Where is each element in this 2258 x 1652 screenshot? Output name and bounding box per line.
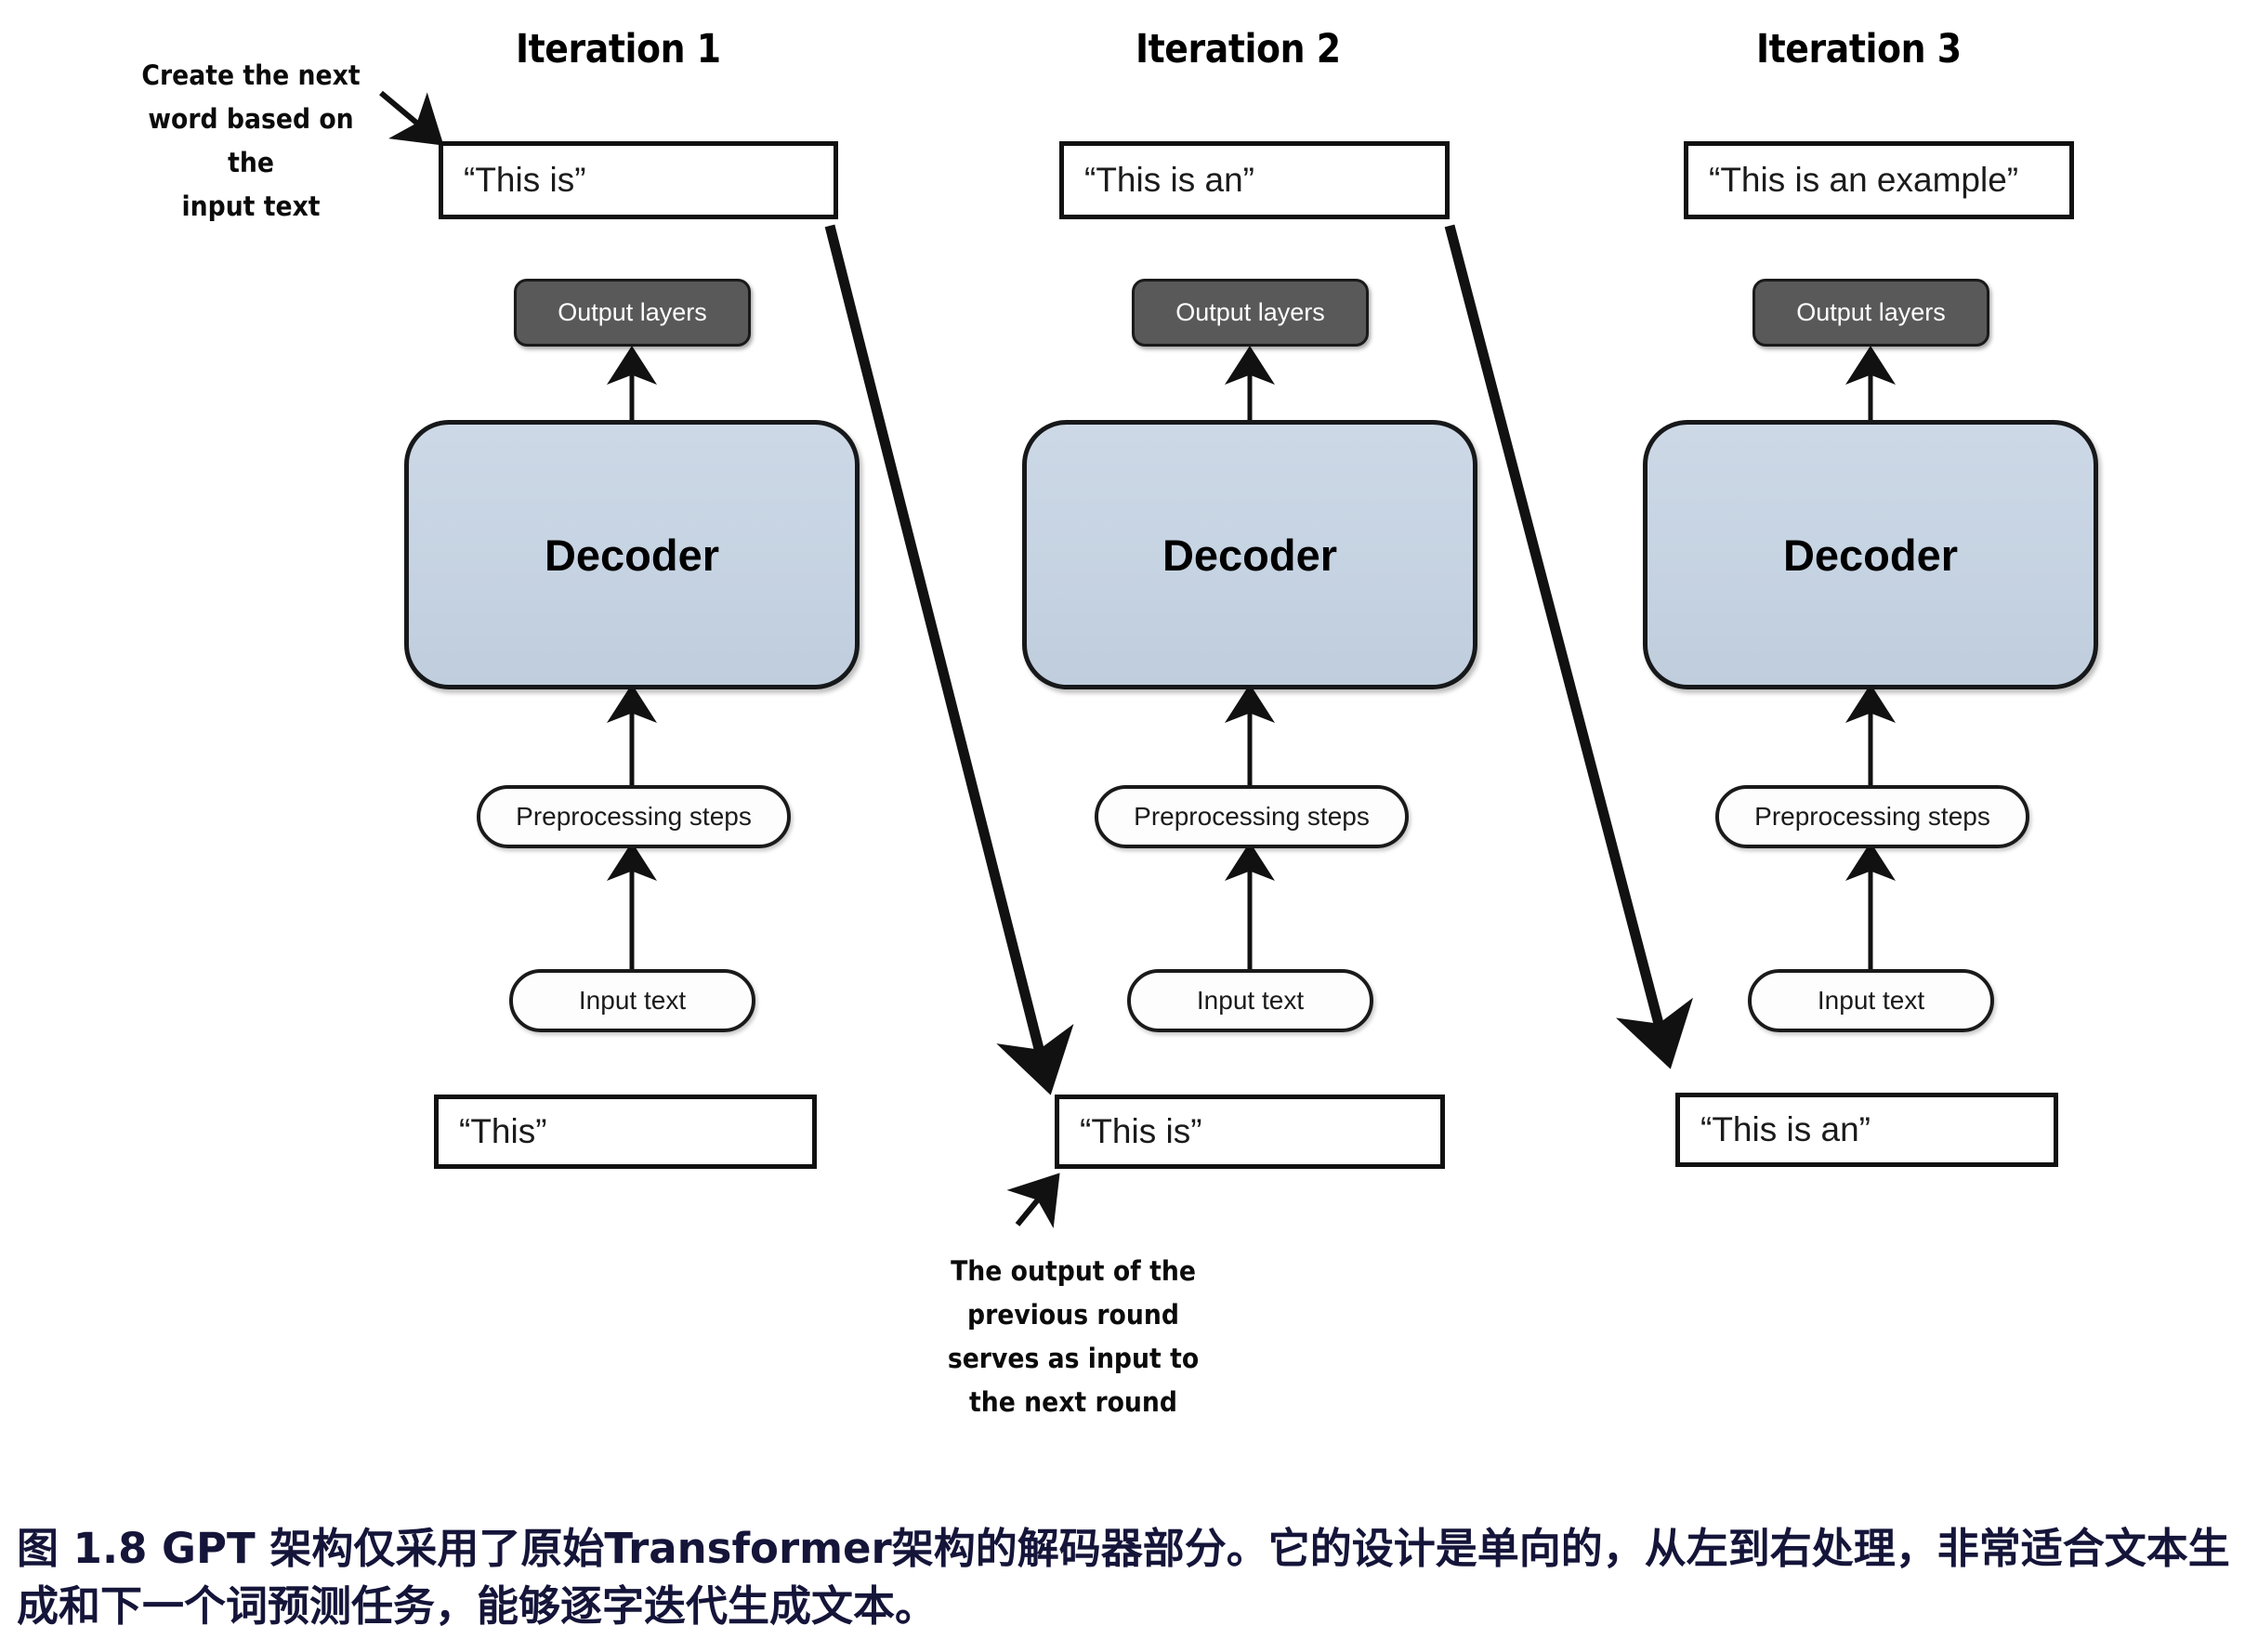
preprocessing-steps-box-iteration-3: Preprocessing steps: [1715, 785, 2029, 848]
column-title-iteration-3: Iteration 3: [1756, 26, 1962, 72]
column-title-iteration-2: Iteration 2: [1136, 26, 1341, 72]
annotation-line: previous round: [967, 1299, 1179, 1331]
decoder-box-iteration-1: Decoder: [404, 420, 860, 689]
annotation-line: input text: [181, 190, 321, 222]
annotation-line: serves as input to: [947, 1343, 1200, 1374]
input-text-box-iteration-3: Input text: [1748, 969, 1994, 1032]
decoder-box-iteration-2: Decoder: [1022, 420, 1477, 689]
output-layers-box-iteration-2: Output layers: [1132, 279, 1369, 347]
annotation-line: Create the next: [141, 59, 361, 91]
annotation-line: The output of the: [951, 1255, 1196, 1287]
output-layers-box-iteration-1: Output layers: [514, 279, 751, 347]
output-sentence-box-iteration-3: “This is an example”: [1684, 141, 2074, 219]
arrow-note-to-iteration2-input: [1006, 1173, 1060, 1228]
arrow-iteration1-output-to-iteration2-input: [824, 224, 1074, 1095]
output-sentence-box-iteration-2: “This is an”: [1059, 141, 1450, 219]
annotation-output-serves-as-input: The output of the previous round serves …: [907, 1250, 1241, 1424]
preprocessing-steps-box-iteration-1: Preprocessing steps: [477, 785, 791, 848]
arrow-note-to-iteration1-output: [379, 90, 444, 146]
input-text-box-iteration-1: Input text: [509, 969, 755, 1032]
output-sentence-box-iteration-1: “This is”: [439, 141, 838, 219]
input-text-box-iteration-2: Input text: [1127, 969, 1373, 1032]
column-title-iteration-1: Iteration 1: [516, 26, 721, 72]
preprocessing-steps-box-iteration-2: Preprocessing steps: [1095, 785, 1409, 848]
figure-caption: 图 1.8 GPT 架构仅采用了原始Transformer架构的解码器部分。它的…: [17, 1524, 2230, 1631]
input-sentence-box-iteration-1: “This”: [434, 1095, 817, 1169]
arrow-iteration2-output-to-iteration3-input: [1444, 224, 1694, 1069]
annotation-line: word based on the: [148, 103, 354, 178]
input-sentence-box-iteration-3: “This is an”: [1675, 1093, 2058, 1167]
annotation-line: the next round: [968, 1386, 1178, 1418]
decoder-box-iteration-3: Decoder: [1643, 420, 2098, 689]
input-sentence-box-iteration-2: “This is”: [1055, 1095, 1445, 1169]
output-layers-box-iteration-3: Output layers: [1753, 279, 1989, 347]
annotation-create-next-word: Create the next word based on the input …: [123, 54, 379, 229]
